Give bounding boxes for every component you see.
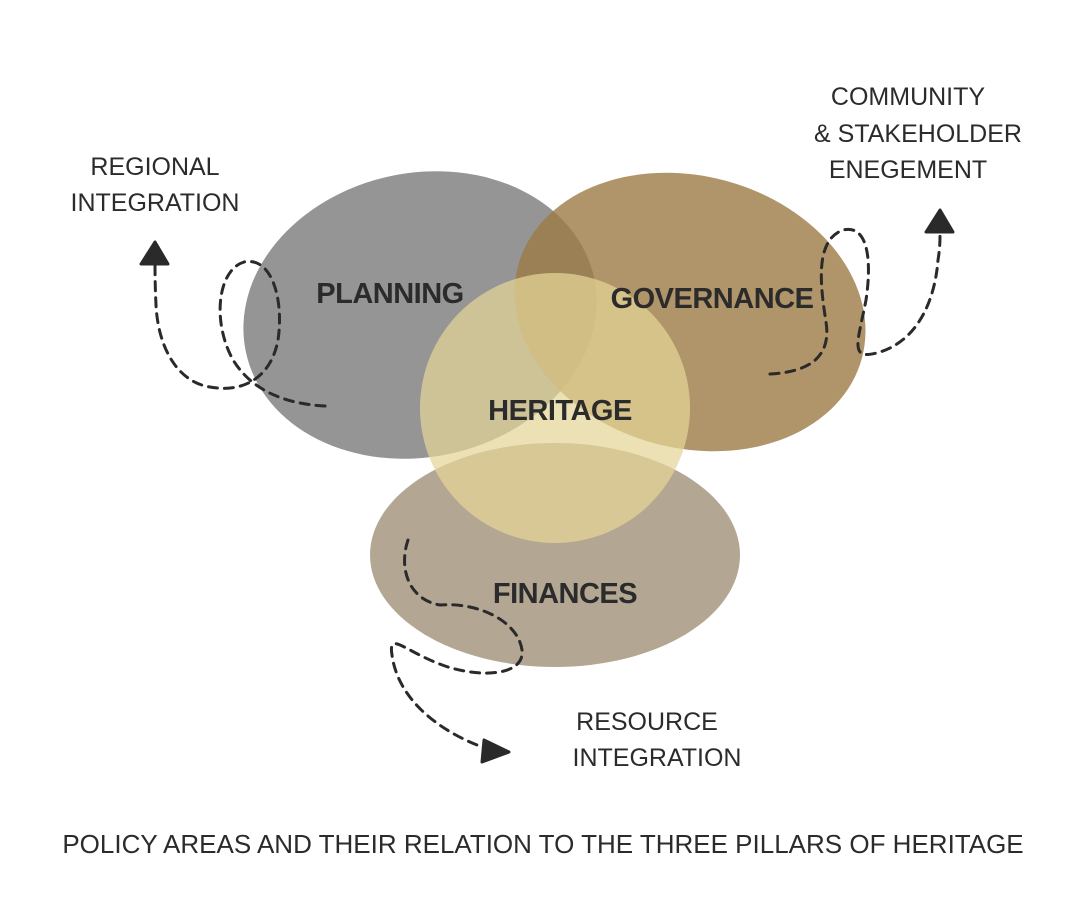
governance-label: GOVERNANCE <box>611 283 814 315</box>
finances-label: FINANCES <box>493 578 637 610</box>
regional-arrowhead-icon <box>139 240 170 266</box>
diagram-caption: POLICY AREAS AND THEIR RELATION TO THE T… <box>62 829 1023 859</box>
resource-label-line1: RESOURCE <box>576 708 718 736</box>
resource-dashed-arrow <box>389 538 524 750</box>
community-label-line1: COMMUNITY <box>831 83 985 111</box>
community-label-line3: ENEGEMENT <box>829 156 987 184</box>
community-arrowhead-icon <box>924 208 955 234</box>
resource-arrowhead-icon <box>480 738 511 764</box>
planning-label: PLANNING <box>316 278 463 310</box>
heritage-label: HERITAGE <box>488 395 632 427</box>
regional-label-line2: INTEGRATION <box>71 189 240 217</box>
regional-dashed-arrow <box>153 260 327 408</box>
heritage-circle <box>420 273 690 543</box>
regional-label-line1: REGIONAL <box>90 153 219 181</box>
resource-label-line2: INTEGRATION <box>573 744 742 772</box>
community-label-line2: & STAKEHOLDER <box>814 120 1022 148</box>
community-dashed-arrow <box>768 227 942 376</box>
